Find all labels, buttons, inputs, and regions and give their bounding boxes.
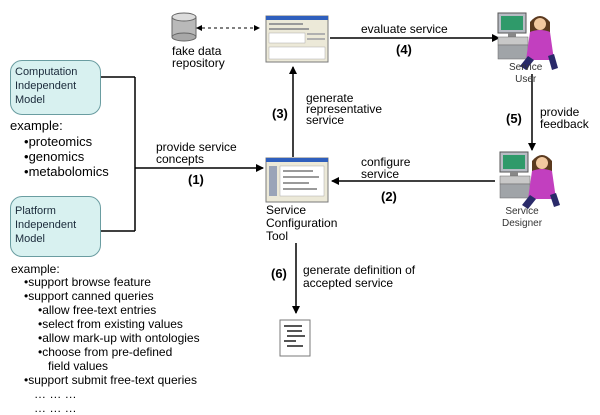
ellipsis-line: … … … [34, 401, 77, 415]
step-2: (2) [381, 189, 397, 204]
example-item: •allow free-text entries [38, 303, 157, 317]
example-item: •select from existing values [38, 317, 183, 331]
document-icon [279, 319, 311, 357]
ellipsis-line: … … … [34, 387, 77, 401]
database-icon [171, 12, 197, 42]
edge-label-2: configure service [361, 155, 411, 181]
pim-line-2: Independent [15, 218, 77, 231]
service-window-icon [265, 15, 329, 63]
user-icon [497, 12, 558, 70]
example-item: •choose from pre-defined [38, 345, 173, 359]
step-6: (6) [271, 266, 287, 281]
cim-line-3: Model [15, 93, 45, 106]
example-label-1: example: [10, 118, 63, 133]
edge-label-1: provide service concepts [156, 140, 237, 166]
example-list-2: •support browse feature •support canned … [24, 275, 200, 415]
example-item: •allow mark-up with ontologies [38, 331, 200, 345]
example-item: •support submit free-text queries [24, 373, 197, 387]
pim-line-3: Model [15, 232, 45, 245]
step-4: (4) [396, 42, 412, 57]
step-1: (1) [188, 172, 204, 187]
cim-line-1: Computation [15, 66, 78, 78]
diagram-canvas: Computation Independent Model Platform I… [10, 12, 589, 415]
example-item: •genomics [24, 149, 85, 164]
step-5: (5) [506, 111, 522, 126]
computation-independent-model-box: Computation Independent Model [10, 60, 101, 115]
example-item: •support browse feature [24, 275, 151, 289]
example-item: •proteomics [24, 134, 93, 149]
configuration-window-icon [265, 157, 329, 203]
edge-label-4: evaluate service [361, 22, 448, 36]
designer-icon [499, 151, 560, 209]
edge-label-3: generate representative service [306, 91, 383, 127]
example-item: •support canned queries [24, 289, 154, 303]
example-list-1: •proteomics •genomics •metabolomics [24, 134, 109, 179]
platform-independent-model-box: Platform Independent Model [10, 196, 101, 257]
repository-label: fake data repository [172, 44, 225, 70]
example-label-2: example: [11, 262, 60, 276]
edge-label-6: generate definition of accepted service [303, 263, 416, 290]
cim-line-2: Independent [15, 79, 77, 92]
edge-label-5: provide feedback [540, 105, 589, 131]
pim-line-1: Platform [15, 205, 56, 217]
example-item: field values [48, 359, 109, 373]
step-3: (3) [272, 106, 288, 121]
service-user-label: Service User [509, 62, 543, 85]
example-item: •metabolomics [24, 164, 109, 179]
diagram-connectors [101, 12, 560, 357]
configuration-tool-label: Service Configuration Tool [266, 203, 338, 243]
service-designer-label: Service Designer [502, 206, 543, 229]
